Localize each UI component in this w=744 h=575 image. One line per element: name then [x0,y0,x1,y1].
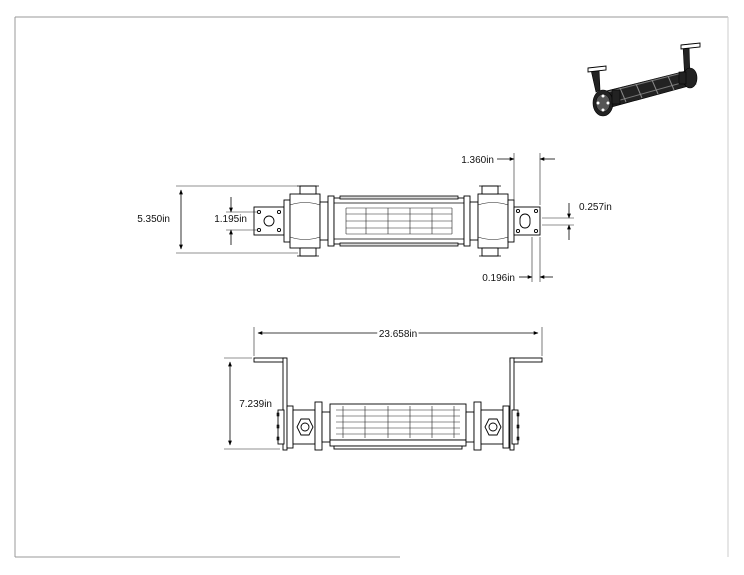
right-bracket [509,357,543,451]
dim-overall-length: 23.658in [253,327,543,356]
dim-slot-width-label: 0.257in [579,202,612,213]
core-fins [333,195,465,247]
dim-flange-offset: 1.360in [461,153,555,205]
left-bracket [253,357,288,451]
dim-overall-height-label: 7.239in [239,399,272,410]
front-view: 23.658in 7.239in [224,327,543,451]
dim-slot-width: 0.257in [542,202,612,240]
right-mount-plate [513,206,541,236]
dim-flange-offset-label: 1.360in [461,155,494,166]
left-mount-plate [253,206,285,236]
dim-edge-offset: 0.196in [482,237,553,284]
right-end-assembly [465,401,520,451]
right-header [463,185,515,257]
dim-edge-offset-label: 0.196in [482,273,515,284]
dim-hole-height-label: 1.195in [214,214,247,225]
cooler-isometric-icon [587,42,701,117]
dim-overall-height: 7.239in [224,357,280,450]
dim-hole-height: 1.195in [214,197,257,245]
left-end-assembly [276,401,331,451]
top-view: 5.350in 1.195in 1.360in 0.257in [137,153,612,284]
sheet-border [14,16,729,558]
dim-height-top: 5.350in [137,185,298,254]
dim-height-label: 5.350in [137,214,170,225]
left-header [283,185,335,257]
front-core [329,403,467,450]
dim-overall-length-label: 23.658in [379,329,417,340]
